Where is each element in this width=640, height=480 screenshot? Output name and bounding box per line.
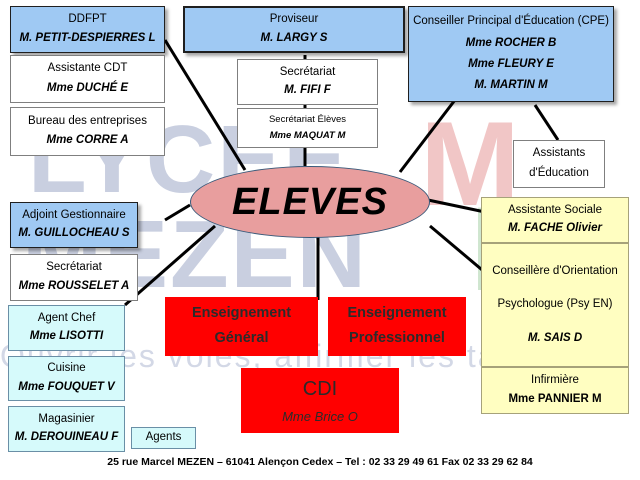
cdi-name: Mme Brice O bbox=[282, 408, 358, 424]
conseillere-line1: Conseillère d'Orientation bbox=[492, 264, 618, 277]
agent-chef-title: Agent Chef bbox=[37, 311, 96, 324]
proviseur-title: Proviseur bbox=[269, 13, 319, 26]
infirmiere-title: Infirmière bbox=[531, 374, 579, 387]
infirmiere-box: Infirmière Mme PANNIER M bbox=[481, 367, 629, 414]
conseillere-name: M. SAIS D bbox=[527, 331, 583, 344]
cpe-name-1: Mme ROCHER B bbox=[465, 36, 557, 49]
ddfpt-box: DDFPT M. PETIT-DESPIERRES L bbox=[10, 6, 165, 53]
assistants-education-line2: d'Éducation bbox=[529, 166, 589, 179]
proviseur-box: Proviseur M. LARGY S bbox=[183, 6, 405, 53]
secretariat-adjoint-title: Secrétariat bbox=[46, 261, 102, 274]
secretariat-adjoint-box: Secrétariat Mme ROUSSELET A bbox=[10, 254, 138, 301]
connector-cpe bbox=[398, 99, 457, 173]
cuisine-name: Mme FOUQUET V bbox=[18, 380, 115, 393]
ddfpt-name: M. PETIT-DESPIERRES L bbox=[19, 32, 156, 45]
cpe-box: Conseiller Principal d'Éducation (CPE) M… bbox=[408, 6, 614, 102]
cpe-title: Conseiller Principal d'Éducation (CPE) bbox=[413, 15, 609, 28]
assistante-cdt-title: Assistante CDT bbox=[47, 62, 128, 75]
proviseur-name: M. LARGY S bbox=[260, 31, 328, 44]
secretariat-proviseur-title: Secrétariat bbox=[279, 65, 336, 78]
cpe-name-3: M. MARTIN M bbox=[474, 78, 548, 91]
assistante-sociale-box: Assistante Sociale M. FACHE Olivier bbox=[481, 197, 629, 243]
adjoint-box: Adjoint Gestionnaire M. GUILLOCHEAU S bbox=[10, 202, 138, 248]
cdi-title: CDI bbox=[302, 377, 338, 400]
enseignement-general-box: Enseignement Général bbox=[165, 297, 318, 356]
secretariat-eleves-name: Mme MAQUAT M bbox=[269, 130, 346, 142]
conseillere-line2: Psychologue (Psy EN) bbox=[497, 298, 613, 311]
agent-chef-box: Agent Chef Mme LISOTTI bbox=[8, 305, 125, 351]
bureau-entreprises-title: Bureau des entreprises bbox=[28, 114, 147, 127]
assistante-sociale-name: M. FACHE Olivier bbox=[508, 222, 602, 235]
ddfpt-title: DDFPT bbox=[68, 13, 107, 26]
assistants-education-box: Assistants d'Éducation bbox=[513, 140, 605, 188]
connector-ddfpt bbox=[163, 39, 247, 171]
adjoint-title: Adjoint Gestionnaire bbox=[22, 208, 126, 221]
cuisine-title: Cuisine bbox=[47, 362, 86, 375]
ens-pro-line1: Enseignement bbox=[347, 305, 447, 322]
connector-adjoint bbox=[164, 203, 191, 222]
secretariat-eleves-title: Secrétariat Élèves bbox=[268, 114, 347, 126]
secretariat-eleves-box: Secrétariat Élèves Mme MAQUAT M bbox=[237, 108, 378, 148]
secretariat-proviseur-box: Secrétariat M. FIFI F bbox=[237, 59, 378, 105]
bureau-entreprises-name: Mme CORRE A bbox=[46, 134, 129, 147]
connector-assistante-sociale bbox=[427, 198, 486, 214]
secretariat-adjoint-name: Mme ROUSSELET A bbox=[18, 280, 130, 293]
secretariat-proviseur-name: M. FIFI F bbox=[284, 84, 331, 97]
assistante-cdt-name: Mme DUCHÉ E bbox=[46, 81, 129, 94]
magasinier-title: Magasinier bbox=[38, 412, 95, 425]
cdi-box: CDI Mme Brice O bbox=[241, 368, 399, 433]
conseillere-box: Conseillère d'Orientation Psychologue (P… bbox=[481, 243, 629, 367]
magasinier-name: M. DEROUINEAU F bbox=[14, 431, 119, 444]
connector-left-lower bbox=[124, 224, 216, 307]
eleves-label: ELEVES bbox=[232, 180, 388, 223]
eleves-ellipse: ELEVES bbox=[190, 166, 430, 238]
assistants-education-line1: Assistants bbox=[532, 147, 586, 160]
infirmiere-name: Mme PANNIER M bbox=[508, 393, 602, 406]
adjoint-name: M. GUILLOCHEAU S bbox=[18, 227, 130, 240]
enseignement-professionnel-box: Enseignement Professionnel bbox=[328, 297, 466, 356]
assistante-sociale-title: Assistante Sociale bbox=[508, 203, 602, 216]
cpe-name-2: Mme FLEURY E bbox=[468, 57, 554, 70]
assistante-cdt-box: Assistante CDT Mme DUCHÉ E bbox=[10, 55, 165, 103]
agents-label: Agents bbox=[145, 431, 182, 444]
connector-assistants bbox=[533, 104, 560, 141]
ens-general-line1: Enseignement bbox=[191, 305, 292, 322]
footer-address: 25 rue Marcel MEZEN – 61041 Alençon Cede… bbox=[107, 456, 533, 468]
magasinier-box: Magasinier M. DEROUINEAU F bbox=[8, 406, 125, 452]
agent-chef-name: Mme LISOTTI bbox=[29, 330, 104, 343]
agents-box: Agents bbox=[131, 427, 196, 449]
ens-pro-line2: Professionnel bbox=[349, 330, 445, 347]
ens-general-line2: Général bbox=[214, 330, 269, 347]
cuisine-box: Cuisine Mme FOUQUET V bbox=[8, 356, 125, 401]
bureau-entreprises-box: Bureau des entreprises Mme CORRE A bbox=[10, 107, 165, 156]
